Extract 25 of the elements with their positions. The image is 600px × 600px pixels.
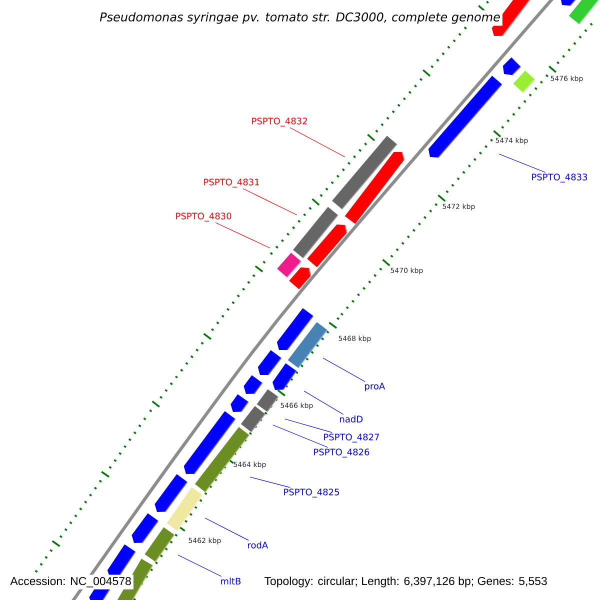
leader-line: [178, 554, 222, 577]
leader-line: [322, 358, 366, 382]
footer-text: Accession: NC_004578: [8, 574, 134, 590]
gene-label: PSPTO_4832: [252, 118, 307, 126]
leader-line: [498, 154, 546, 173]
gene-label: rodA: [248, 542, 268, 548]
gene-label: PSPTO_4827: [324, 434, 379, 442]
leader-line: [290, 127, 346, 158]
gene-label: proA: [365, 382, 386, 392]
leader-line: [204, 518, 249, 541]
leader-line: [242, 188, 298, 216]
gene-label: PSPTO_4833: [532, 174, 588, 182]
leader-line: [215, 222, 270, 248]
leader-line: [284, 418, 332, 433]
footer-text: Topology: circular; Length: 6,397,126 bp; Genes: 5,553: [262, 574, 550, 590]
title: Pseudomonas syringae pv. tomato str. DC3000, complete genome: [98, 10, 502, 26]
leader-line: [304, 390, 344, 415]
gene-label: mltB: [221, 578, 241, 584]
gene-label: PSPTO_4825: [284, 488, 339, 498]
gene-label: nadD: [340, 416, 363, 422]
gene-label: PSPTO_4831: [204, 178, 259, 188]
gene-label: PSPTO_4830: [176, 212, 232, 222]
leader-line: [272, 424, 328, 448]
gene-label: PSPTO_4826: [314, 448, 370, 458]
leader-line: [250, 476, 290, 488]
